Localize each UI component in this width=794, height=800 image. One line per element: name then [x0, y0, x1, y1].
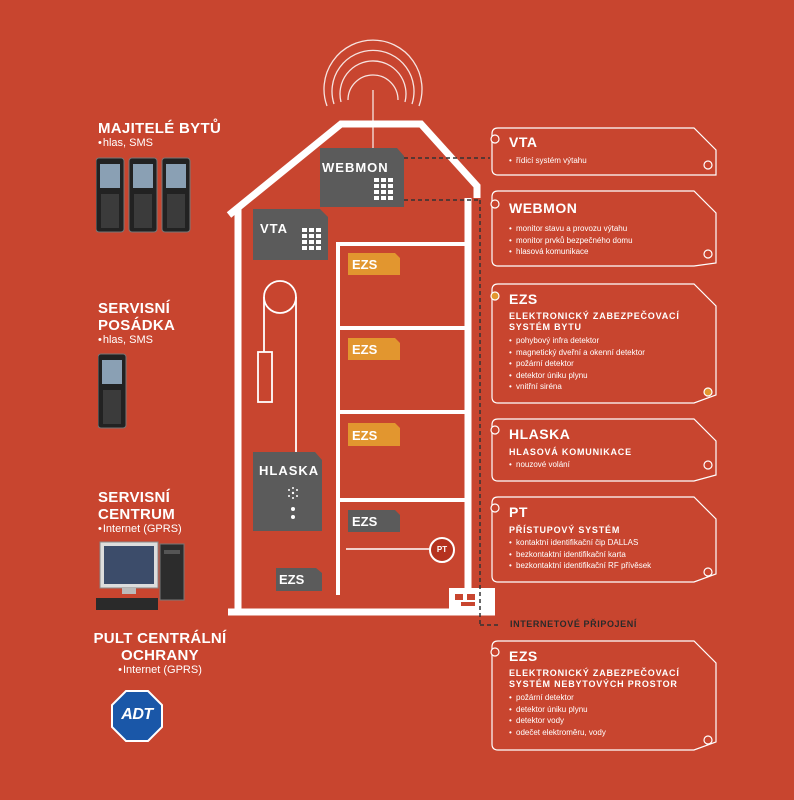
panel-subtitle: ELEKTRONICKÝ ZABEZPEČOVACÍ	[509, 311, 680, 321]
panel-item: požární detektor	[509, 692, 709, 704]
panel-item: pohybový infra detektor	[509, 335, 709, 347]
panel-subtitle: HLASOVÁ KOMUNIKACE	[509, 447, 632, 457]
panel-title: VTA	[509, 134, 538, 150]
panel-item: monitor stavu a provozu výtahu	[509, 223, 699, 235]
service-crew-title: POSÁDKA	[98, 317, 176, 334]
ezs-floor-label: EZS	[352, 257, 378, 272]
panel-item: nouzové volání	[509, 459, 709, 471]
panel-item: detektor úniku plynu	[509, 704, 709, 716]
panel-webmon: WEBMON monitor stavu a provozu výtahu mo…	[509, 200, 699, 258]
panel-ezs-nebyt: EZS ELEKTRONICKÝ ZABEZPEČOVACÍ SYSTÉM NE…	[509, 648, 709, 738]
panel-pt: PT PŘÍSTUPOVÝ SYSTÉM kontaktní identifik…	[509, 504, 709, 572]
phone-icon	[97, 352, 128, 435]
adt-label: ADT	[121, 706, 153, 723]
service-center-title: CENTRUM	[98, 506, 176, 523]
ezs-grey-label: EZS	[352, 514, 378, 529]
panel-subtitle: ELEKTRONICKÝ ZABEZPEČOVACÍ	[509, 668, 680, 678]
webmon-label: WEBMON	[322, 160, 389, 175]
service-center-group: SERVISNÍ CENTRUM Internet (GPRS)	[98, 489, 258, 536]
panel-item: bezkontaktní identifikační karta	[509, 549, 709, 561]
panel-title: WEBMON	[509, 200, 578, 216]
service-crew-sub: hlas, SMS	[98, 334, 258, 347]
panel-item: detektor úniku plynu	[509, 370, 709, 382]
panel-item: magnetický dveřní a okenní detektor	[509, 347, 709, 359]
elevator-icon	[257, 280, 297, 455]
owners-sub: hlas, SMS	[98, 137, 258, 150]
panel-hlaska: HLASKA HLASOVÁ KOMUNIKACE nouzové volání	[509, 426, 709, 471]
adt-logo: ADT	[111, 690, 163, 742]
panel-item: požární detektor	[509, 358, 709, 370]
panel-item: odečet elektroměru, vody	[509, 727, 709, 739]
pt-label: PT	[436, 545, 448, 554]
panel-vta: VTA řídicí systém výtahu	[509, 134, 699, 167]
panel-subtitle: PŘÍSTUPOVÝ SYSTÉM	[509, 525, 621, 535]
owners-title: MAJITELÉ BYTŮ	[98, 120, 222, 137]
pt-reader-icon	[429, 537, 455, 563]
central-protection-title: PULT CENTRÁLNÍ	[93, 630, 227, 647]
internet-connection-label: INTERNETOVÉ PŘIPOJENÍ	[510, 619, 637, 629]
panel-item: monitor prvků bezpečného domu	[509, 235, 699, 247]
panel-subtitle: SYSTÉM NEBYTOVÝCH PROSTOR	[509, 679, 678, 689]
service-center-title: SERVISNÍ	[98, 489, 171, 506]
computer-icon	[96, 540, 188, 619]
service-center-sub: Internet (GPRS)	[98, 523, 258, 536]
panel-ezs-byt: EZS ELEKTRONICKÝ ZABEZPEČOVACÍ SYSTÉM BY…	[509, 291, 709, 393]
connector-lines	[404, 157, 500, 626]
panel-item: bezkontaktní identifikační RF přívěsek	[509, 560, 709, 572]
central-protection-title: OCHRANY	[121, 647, 199, 664]
apartment-floors	[336, 242, 468, 595]
owners-group: MAJITELÉ BYTŮ hlas, SMS	[98, 120, 258, 150]
service-crew-title: SERVISNÍ	[98, 300, 171, 317]
panel-title: PT	[509, 504, 528, 520]
panel-item: vnitřní siréna	[509, 381, 709, 393]
panel-item: řídicí systém výtahu	[509, 155, 699, 167]
intercom-icon	[288, 487, 298, 519]
ezs-floor-label: EZS	[352, 428, 378, 443]
panel-title: EZS	[509, 291, 538, 307]
service-crew-group: SERVISNÍ POSÁDKA hlas, SMS	[98, 300, 258, 347]
panel-subtitle: SYSTÉM BYTU	[509, 322, 582, 332]
hlaska-label: HLASKA	[259, 463, 320, 478]
ezs-floor-label: EZS	[352, 342, 378, 357]
panel-title: EZS	[509, 648, 538, 664]
phones-icon	[95, 156, 192, 239]
vta-keypad-icon	[302, 228, 321, 250]
panel-item: detektor vody	[509, 715, 709, 727]
central-protection-sub: Internet (GPRS)	[60, 664, 260, 677]
ezs-bottom-label: EZS	[279, 572, 305, 587]
vta-label: VTA	[260, 221, 289, 236]
panel-item: hlasová komunikace	[509, 246, 699, 258]
panel-item: kontaktní identifikační čip DALLAS	[509, 537, 709, 549]
panel-title: HLASKA	[509, 426, 571, 442]
central-protection-group: PULT CENTRÁLNÍ OCHRANY Internet (GPRS)	[60, 630, 260, 677]
webmon-keypad-icon	[374, 178, 393, 200]
